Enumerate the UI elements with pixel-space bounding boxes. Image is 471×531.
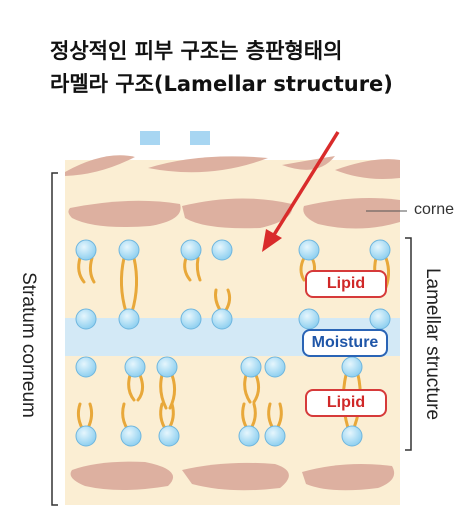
lipid-head bbox=[75, 239, 97, 261]
corneocyte bbox=[302, 464, 395, 491]
lipid-tail bbox=[299, 256, 306, 282]
lipid-head bbox=[369, 308, 391, 330]
lipid-tail bbox=[88, 256, 96, 284]
moisture-badge: Moisture bbox=[302, 329, 388, 357]
corneocyte-row-upper bbox=[68, 198, 400, 229]
corneocyte bbox=[303, 198, 400, 229]
title-line-1: 정상적인 피부 구조는 층판형태의 bbox=[50, 39, 343, 63]
moisture-drip bbox=[140, 131, 160, 145]
lipid-tail bbox=[130, 256, 139, 314]
lipid-tail bbox=[252, 373, 261, 404]
lipid-head bbox=[118, 239, 140, 261]
lipid-tail bbox=[119, 256, 128, 314]
lipid-tail bbox=[127, 373, 136, 402]
corneocyte bbox=[148, 156, 268, 173]
lipid-head bbox=[238, 425, 260, 447]
corneocyte-row-top bbox=[65, 155, 400, 179]
corne-label: corne bbox=[414, 201, 455, 218]
lipid-tail bbox=[183, 256, 192, 282]
lipid-head bbox=[158, 425, 180, 447]
lipid-head bbox=[124, 356, 146, 378]
pointer-arrow bbox=[270, 131, 340, 239]
lipid-head bbox=[75, 308, 97, 330]
lipid-head bbox=[180, 239, 202, 261]
lipid-tail bbox=[214, 288, 222, 312]
lamellar-bracket bbox=[405, 237, 412, 451]
stratum-corneum-label: Stratum corneum bbox=[18, 272, 39, 418]
lipid-tail bbox=[77, 256, 86, 284]
corneocyte bbox=[182, 462, 289, 491]
lipid-head bbox=[180, 308, 202, 330]
moisture-drip bbox=[190, 131, 210, 145]
corneocyte bbox=[65, 155, 135, 176]
lipid-head bbox=[75, 356, 97, 378]
lamellar-structure-label: Lamellar structure bbox=[422, 267, 443, 421]
stratum-bracket bbox=[51, 172, 58, 506]
corneocyte bbox=[335, 159, 400, 179]
corneocyte bbox=[182, 198, 293, 229]
lipid-head bbox=[341, 356, 363, 378]
lipid-badge-top: Lipid bbox=[305, 270, 387, 298]
corneocyte bbox=[70, 461, 174, 490]
lipid-head bbox=[120, 425, 142, 447]
lipid-head bbox=[240, 356, 262, 378]
corneocyte bbox=[68, 200, 181, 227]
lipid-tail bbox=[76, 402, 84, 430]
lipid-head bbox=[298, 239, 320, 261]
title-line-2: 라멜라 구조(Lamellar structure) bbox=[50, 72, 393, 96]
lipid-tail bbox=[159, 373, 168, 410]
lipid-tail bbox=[136, 373, 145, 402]
lipid-head bbox=[264, 356, 286, 378]
lipid-tail bbox=[224, 288, 232, 312]
lipid-head bbox=[75, 425, 97, 447]
pointer-arrowhead bbox=[262, 229, 282, 252]
lipid-head bbox=[118, 308, 140, 330]
lipid-head bbox=[341, 425, 363, 447]
lipid-head bbox=[369, 239, 391, 261]
lipid-head bbox=[211, 239, 233, 261]
lipid-tail bbox=[195, 256, 202, 282]
corneocyte-row-bottom bbox=[70, 461, 395, 491]
lipid-head bbox=[156, 356, 178, 378]
lipid-head bbox=[211, 308, 233, 330]
lipid-tail bbox=[243, 373, 252, 404]
lipid-head bbox=[264, 425, 286, 447]
lipid-head bbox=[298, 308, 320, 330]
lipid-badge-bottom: Lipid bbox=[305, 389, 387, 417]
lipid-heads bbox=[75, 239, 391, 447]
